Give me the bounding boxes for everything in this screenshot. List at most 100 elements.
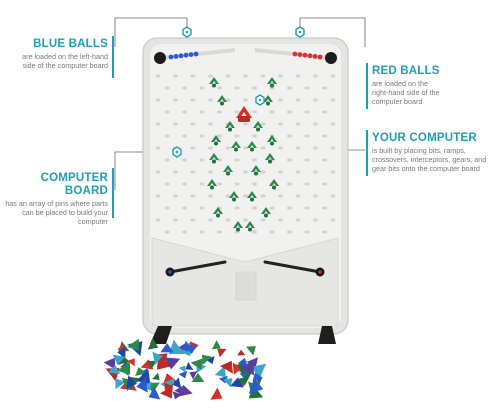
red-balls-accent: [366, 63, 368, 109]
loose-part: [152, 372, 160, 380]
board-pin: [304, 110, 310, 114]
board-pin: [207, 98, 214, 102]
loose-part: [223, 378, 233, 388]
board-pin: [181, 182, 188, 186]
loose-part: [230, 377, 244, 388]
hexagon-marker-icon: [255, 94, 265, 106]
board-pin: [190, 194, 196, 198]
board-pin: [190, 170, 196, 174]
board-pin: [312, 170, 319, 174]
green-parts: [207, 77, 279, 232]
blue-balls: [168, 51, 199, 60]
loose-part: [178, 365, 186, 373]
board-pin: [330, 98, 336, 102]
board-pin: [321, 110, 328, 114]
loose-part: [168, 339, 185, 355]
green-bit-part: [213, 207, 223, 218]
board-pin: [172, 218, 179, 222]
board-pin: [286, 206, 293, 210]
loose-part: [135, 367, 146, 377]
board-pin: [312, 122, 319, 126]
board-pin: [225, 98, 231, 102]
board-pin: [172, 122, 179, 126]
loose-part: [190, 357, 205, 370]
board-pin: [164, 86, 170, 90]
board-pin: [242, 218, 249, 222]
board-pin: [277, 122, 284, 126]
red-interceptor-part: [236, 106, 252, 118]
board-pin: [330, 194, 336, 198]
computer-board-accent: [112, 168, 114, 218]
board-pin: [190, 74, 196, 78]
board-pin: [295, 146, 301, 150]
board-pin: [216, 134, 223, 138]
board-pin: [225, 218, 231, 222]
loose-part: [219, 360, 233, 374]
board-pin: [304, 86, 310, 90]
ball-loaders: [154, 51, 337, 64]
board-pin: [286, 182, 293, 186]
board-pin: [304, 158, 310, 162]
board-pin: [330, 146, 336, 150]
callout-desc: are loaded on the left-hand side of the …: [22, 52, 108, 70]
loose-part: [160, 385, 173, 399]
board-pin: [199, 134, 205, 138]
loose-part: [237, 376, 249, 386]
loose-part: [112, 354, 126, 365]
board-pin: [190, 98, 196, 102]
board-pin: [181, 110, 188, 114]
board-pin: [251, 86, 258, 90]
green-bit-part: [245, 221, 255, 232]
board-pin: [234, 134, 240, 138]
board-pin: [260, 194, 266, 198]
board-pin: [207, 146, 214, 150]
callout-red-balls: RED BALLS are loaded on the right-hand s…: [372, 65, 492, 106]
loose-part: [210, 387, 223, 400]
board-pin: [172, 74, 179, 78]
callout-blue-balls: BLUE BALLS are loaded on the left-hand s…: [10, 38, 108, 70]
board-pin: [190, 218, 196, 222]
board-pin: [216, 230, 223, 234]
board-pin: [321, 206, 328, 210]
board-pin: [330, 122, 336, 126]
board-pin: [181, 86, 188, 90]
loose-part: [211, 340, 221, 350]
loose-part: [164, 357, 181, 370]
board-pin: [199, 182, 205, 186]
board-pin: [164, 158, 170, 162]
green-bit-part: [247, 141, 257, 152]
your-computer-accent: [366, 130, 368, 176]
board-pin: [216, 110, 223, 114]
loose-part: [127, 358, 135, 367]
board-pin: [216, 182, 223, 186]
board-pin: [225, 194, 231, 198]
bottom-levers: [165, 260, 325, 277]
board-pin: [234, 206, 240, 210]
board-pin: [164, 134, 170, 138]
blue-balls-accent: [112, 36, 114, 78]
board-pin: [181, 230, 188, 234]
board-pin: [181, 134, 188, 138]
board-pin: [260, 74, 266, 78]
board-pin: [242, 98, 249, 102]
board-pin: [277, 74, 284, 78]
board-pin: [277, 170, 284, 174]
board-pin: [269, 86, 275, 90]
board-pin: [164, 230, 170, 234]
board-pin: [295, 98, 301, 102]
board-pin: [172, 194, 179, 198]
board-pin: [164, 110, 170, 114]
loose-part: [147, 338, 159, 350]
loose-part: [174, 386, 183, 394]
board-pin: [199, 110, 205, 114]
board-pin: [207, 194, 214, 198]
loose-part: [239, 372, 249, 379]
board-pin: [295, 194, 301, 198]
board-pin: [260, 146, 266, 150]
board-pin: [269, 230, 275, 234]
loose-part: [115, 378, 126, 390]
board-pin: [330, 170, 336, 174]
board-pin: [155, 98, 161, 102]
board-pin: [251, 182, 258, 186]
board-pin: [260, 122, 266, 126]
